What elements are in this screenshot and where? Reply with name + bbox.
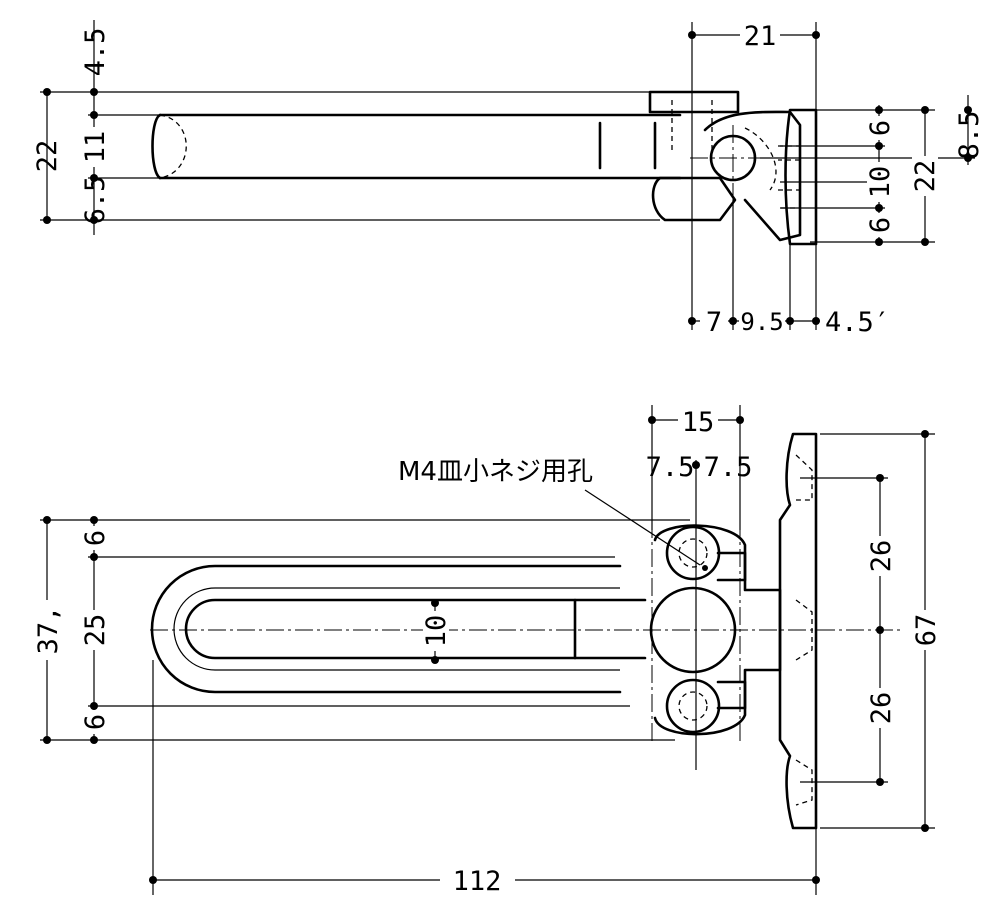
plan-slot-width-label: 10 — [421, 615, 452, 648]
side-overall-height-label: 22 — [32, 140, 63, 173]
side-bottom-4-5-label: 4.5′ — [825, 307, 890, 338]
plan-half-right-label: 7.5 — [704, 452, 753, 483]
side-arm-height-label: 11 — [80, 131, 111, 164]
plan-overall-length-label: 112 — [453, 866, 502, 897]
plan-view-part — [150, 432, 900, 830]
screw-hole-note: M4皿小ネジ用孔 — [398, 457, 593, 487]
plan-top-6-label: 6 — [80, 530, 111, 546]
side-right-top-label: 8.5 — [954, 111, 985, 160]
side-hinge-width-label: 21 — [744, 21, 777, 52]
plan-upper-26-label: 26 — [866, 540, 897, 573]
plan-view-dimension-lines — [46, 419, 926, 881]
plan-view-labels: M4皿小ネジ用孔 15 7.5 7.5 37, 25 6 6 10 — [33, 407, 942, 897]
plan-inner-25-label: 25 — [80, 614, 111, 647]
side-bottom-7-label: 7 — [706, 307, 722, 338]
side-right-height-label: 22 — [910, 160, 941, 193]
side-bottom-9-5-label: 9.5 — [740, 308, 783, 336]
side-view-labels: 22 4.5 11 6.5 21 6 10 6 — [32, 21, 985, 338]
side-view-extension-lines — [40, 22, 975, 330]
side-view-dimension-lines — [46, 20, 969, 322]
side-view: 22 4.5 11 6.5 21 6 10 6 — [32, 20, 985, 338]
plan-view-dimension-dots — [43, 416, 929, 884]
plan-plate-height-label: 67 — [911, 614, 942, 647]
plan-bottom-6-label: 6 — [80, 714, 111, 730]
plan-view-extension-lines — [40, 405, 935, 895]
side-top-offset-label: 4.5 — [80, 28, 111, 77]
plan-half-left-label: 7.5 — [646, 452, 695, 483]
side-right-6-bottom-label: 6 — [865, 217, 896, 233]
plan-overall-width-label: 37, — [33, 606, 64, 655]
plan-hinge-width-label: 15 — [682, 407, 715, 438]
side-right-10-label: 10 — [865, 166, 896, 199]
plan-view: M4皿小ネジ用孔 15 7.5 7.5 37, 25 6 6 10 — [33, 405, 942, 897]
side-bottom-offset-label: 6.5 — [80, 176, 111, 225]
side-right-6-top-label: 6 — [865, 120, 896, 136]
plan-lower-26-label: 26 — [866, 692, 897, 725]
side-view-part — [151, 90, 960, 246]
